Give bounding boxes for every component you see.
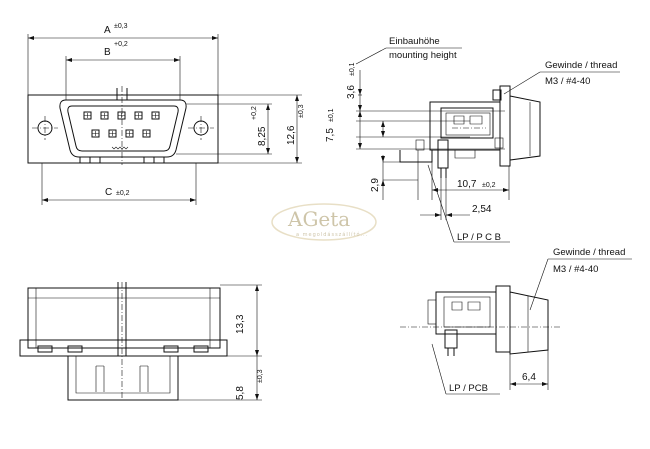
dim-75-tolerance: ±0,1 [328,108,335,122]
ageta-watermark: AGeta a megoldásszállító... [271,203,377,241]
br-body [435,291,497,335]
label-thread-2-spec: M3 / #4-40 [553,264,598,275]
dim-254-label: 2,54 [472,204,492,215]
dim-133-label: 13,3 [235,314,246,334]
dim-36-label: 3,6 [346,85,357,99]
side-view-bottom-right: Gewinde / thread M3 / #4-40 6,4 LP / PCB [400,247,632,395]
dim-64-label: 6,4 [522,372,536,383]
dim-29-label: 2,9 [370,178,381,192]
dim-b-tolerance: +0,2 [114,41,128,48]
pin-row-bottom [91,129,151,138]
br-shell [509,291,549,355]
label-thread-1-spec: M3 / #4-40 [545,76,590,87]
d-shell-outer [59,99,187,158]
dim-c-tolerance: ±0,2 [116,190,130,197]
d-shell-inner [67,105,179,152]
label-pcb-1: LP / P C B [457,232,501,243]
dim-c-label: C [105,187,112,198]
dim-126-tolerance: ±0,3 [298,104,305,118]
side-view-top: Einbauhöhe mounting height Gewinde / thr… [325,36,620,243]
dim-126-label: 12,6 [286,125,297,145]
dim-107-label: 10,7 [457,179,477,190]
dim-75-label: 7,5 [325,128,336,142]
watermark-brand: AGeta [287,207,350,231]
dim-a-label: A [104,25,111,36]
dim-58-label: 5,8 [235,386,246,400]
dim-b-label: B [104,47,111,58]
br-flange [495,285,511,353]
watermark-tagline: a megoldásszállító... [296,231,368,238]
dim-107-tolerance: ±0,2 [482,182,496,189]
front-view: A ±0,3 B +0,2 C ±0,2 8,25 +0,2 12,6 ±0,3 [27,23,305,205]
side-view-bottom-left: 13,3 5,8 ±0,3 [19,282,264,401]
side-shell [509,95,541,161]
dim-a-tolerance: ±0,3 [114,23,128,30]
dim-58-tolerance: ±0,3 [257,369,264,383]
label-pcb-2: LP / PCB [449,383,488,394]
label-thread-2: Gewinde / thread [553,247,625,258]
pin-row-top [83,111,160,120]
label-mounting-height-en: mounting height [389,50,457,61]
label-thread-1: Gewinde / thread [545,60,617,71]
bl-body [27,287,221,349]
label-mounting-height-de: Einbauhöhe [389,36,440,47]
dim-825-label: 8,25 [257,126,268,146]
front-flange [27,94,219,164]
dim-36-tolerance: ±0,1 [349,62,356,76]
dim-825-tolerance: +0,2 [251,106,258,120]
